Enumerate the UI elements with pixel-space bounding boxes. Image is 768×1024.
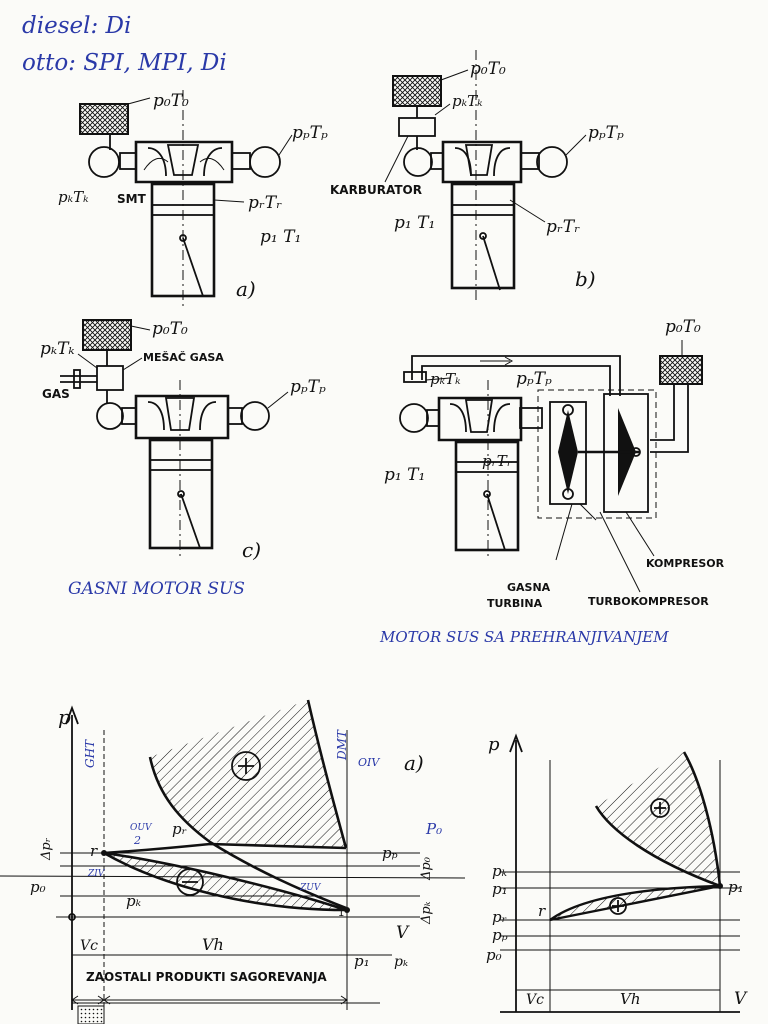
d-p1t1: p₁ T₁: [384, 465, 425, 485]
c-mesac: MEŠAČ GASA: [143, 351, 224, 364]
a-pptp: pₚTₚ: [292, 123, 328, 143]
pvl-pk2: pₖ: [394, 954, 408, 970]
pvl-1: 1: [338, 908, 344, 919]
engine-diagram-turbo: p₀T₀ pₖTₖ pₚTₚ pᵣTᵣ p₁ T₁ KOMPRESOR GASN…: [384, 317, 725, 610]
pvr-pr: pᵣ: [492, 908, 507, 926]
pvl-ght: GHT: [83, 739, 97, 768]
d-kompresor: KOMPRESOR: [646, 557, 725, 570]
positive-work-area: [150, 700, 346, 848]
c-label: c): [242, 538, 261, 562]
c-pptp: pₚTₚ: [290, 377, 326, 397]
d-turbokompresor: TURBOKOMPRESOR: [588, 595, 709, 608]
pvl-dpr: Δpᵣ: [39, 837, 54, 861]
b-pktk: pₖTₖ: [452, 92, 483, 110]
a-p0t0: p₀T₀: [153, 91, 189, 111]
air-filter-icon-d: [659, 355, 703, 385]
gas-mixer-icon: [96, 365, 124, 391]
pvr-vh: Vh: [620, 990, 641, 1008]
pv-diagram-right: p pₖ p₁ pᵣ pₚ p₀ r p₁ Vc Vh V: [486, 733, 748, 1013]
d-pktk: pₖTₖ: [430, 370, 461, 388]
b-karburator: KARBURATOR: [330, 183, 422, 197]
b-pptp: pₚTₚ: [588, 123, 624, 143]
pvl-vc: Vc: [80, 938, 98, 954]
pvl-residual: ZAOSTALI PRODUKTI SAGOREVANJA: [86, 970, 327, 984]
pvl-vh: Vh: [202, 935, 224, 954]
pvl-pp: pₚ: [382, 844, 398, 862]
pvl-ouv: OUV: [130, 823, 153, 833]
note-gas-engine: GASNI MOTOR SUS: [68, 579, 245, 599]
c-pktk: pₖTₖ: [40, 339, 75, 359]
pvr-vc: Vc: [526, 992, 544, 1008]
pvr-r: r: [538, 902, 546, 920]
b-p1t1: p₁ T₁: [394, 213, 435, 233]
pvr-pk: pₖ: [492, 862, 508, 880]
c-gas: GAS: [42, 387, 70, 401]
air-filter-icon: [79, 103, 129, 135]
pvr-v: V: [734, 989, 748, 1009]
pvr-pp: pₚ: [492, 926, 508, 944]
b-label: b): [575, 267, 596, 291]
b-p0t0: p₀T₀: [470, 59, 506, 79]
pvl-v: V: [396, 923, 410, 943]
positive-work-area-right: [596, 752, 720, 886]
pvr-p-axis: p: [488, 734, 500, 755]
note-supercharged: MOTOR SUS SA PREHRANJIVANJEM: [379, 628, 669, 646]
d-pptp: pₚTₚ: [516, 369, 552, 389]
pvl-2: 2: [133, 834, 141, 847]
pvl-label: a): [404, 751, 424, 775]
air-filter-icon-c: [82, 319, 132, 351]
pvl-p0: p₀: [30, 878, 46, 896]
d-turbina: TURBINA: [487, 597, 543, 610]
pvl-p-axis: p: [58, 705, 71, 729]
pvl-dpk: Δpₖ: [419, 901, 434, 925]
pvl-oiv: OIV: [358, 756, 380, 769]
note-otto: otto: SPI, MPI, Di: [22, 50, 227, 76]
pvr-p1: p₁: [492, 880, 508, 898]
engine-diagram-c: p₀T₀ pₖTₖ MEŠAČ GASA GAS pₚTₚ c): [40, 319, 326, 562]
d-gasna: GASNA: [507, 581, 551, 594]
pvr-p1-right: p₁: [728, 878, 744, 896]
cylinder-head: [134, 140, 234, 184]
a-smt: SMT: [117, 192, 147, 206]
pvl-zuv: ZUV: [299, 883, 322, 893]
pvl-p0-blue: P₀: [425, 820, 442, 838]
pvl-p1: p₁: [354, 952, 370, 970]
pvl-r: r: [90, 842, 98, 860]
engine-diagram-b: p₀T₀ pₖTₖ pₚTₚ KARBURATOR p₁ T₁ pᵣTᵣ b): [330, 50, 624, 300]
turbocharger-housing: [537, 389, 657, 519]
d-prtr: pᵣTᵣ: [482, 452, 512, 470]
a-pktk: pₖTₖ: [58, 188, 89, 206]
piston: [151, 204, 215, 216]
exhaust-receiver-icon: [249, 146, 281, 178]
b-prtr: pᵣTᵣ: [546, 217, 580, 237]
note-diesel: diesel: Di: [22, 13, 131, 39]
a-p1t1: p₁ T₁: [260, 227, 301, 247]
engine-diagram-a: p₀T₀ pₚTₚ pₖTₖ SMT pᵣTᵣ p₁ T₁ a): [58, 90, 328, 310]
air-filter-icon-b: [392, 75, 442, 107]
a-prtr: pᵣTᵣ: [248, 193, 282, 213]
intake-receiver-icon: [88, 146, 120, 178]
pvl-ziv: ZIV: [87, 869, 106, 879]
pvl-dp0: Δp₀: [419, 856, 434, 881]
pvl-pr: pᵣ: [172, 820, 187, 838]
carburetor-icon: [398, 117, 436, 137]
minus-sign-icon: [176, 868, 204, 896]
pv-diagram-left: p GHT DMT OIV a) Δpᵣ pᵣ r OUV 2 ZIV pₚ P…: [0, 699, 466, 1024]
pvl-dmt: DMT: [335, 729, 349, 761]
plus-sign-icon: [231, 751, 261, 781]
cylinder: [150, 182, 216, 298]
d-p0t0: p₀T₀: [665, 317, 701, 337]
pvl-pk: pₖ: [126, 892, 142, 910]
a-label: a): [236, 277, 256, 301]
pvr-p0: p₀: [486, 946, 502, 964]
c-p0t0: p₀T₀: [152, 319, 188, 339]
